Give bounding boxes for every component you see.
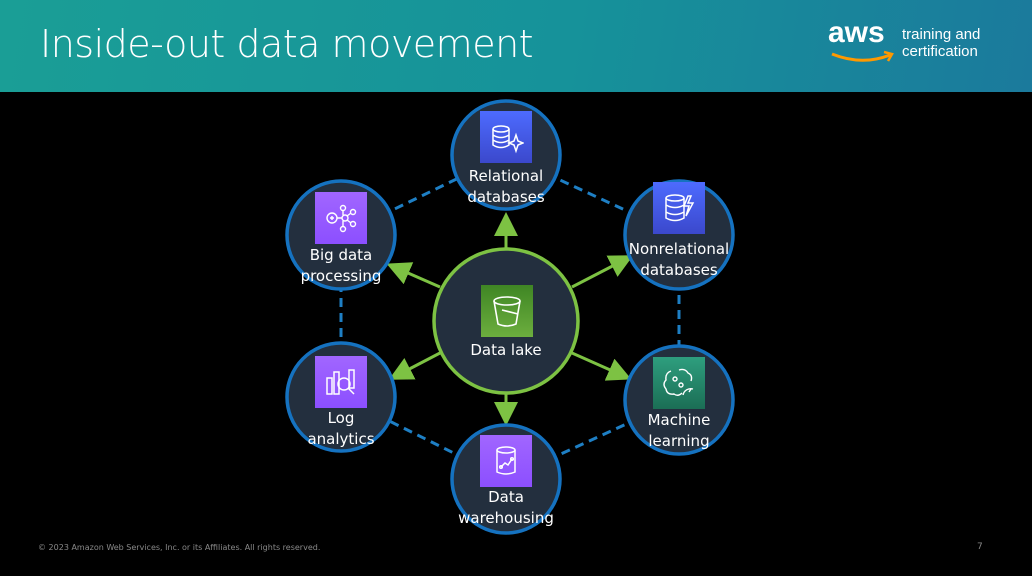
label-line: Nonrelational [628,240,730,258]
log-search-icon [315,356,367,408]
label-line: Big data [309,246,373,264]
logo-line-1: training and [902,26,981,43]
data-lake-label: Data lake [470,341,542,359]
label-line: Data [488,488,524,506]
node-label-warehousing: Data warehousing [436,487,576,529]
label-line: warehousing [458,509,554,527]
label-line: analytics [307,430,375,448]
node-label-bigdata: Big data processing [271,245,411,287]
database-sparkle-icon [480,111,532,163]
page-title: Inside-out data movement [40,22,534,66]
header-banner: Inside-out data movement aws training an… [0,0,1032,92]
node-label-log: Log analytics [271,408,411,450]
brain-icon [653,357,705,409]
bucket-icon [481,285,533,337]
node-label-relational: Relational databases [436,166,576,208]
page-number: 7 [977,542,983,552]
copyright: © 2023 Amazon Web Services, Inc. or its … [38,543,321,552]
aws-logo-text: aws [828,16,885,49]
label-line: learning [648,432,710,450]
label-line: Log [327,409,355,427]
smile-arrow-icon [831,50,894,62]
label-line: Machine [647,411,711,429]
warehouse-icon [480,435,532,487]
network-icon [315,192,367,244]
node-label-ml: Machine learning [609,410,749,452]
label-line: Relational [468,167,544,185]
label-line: processing [300,267,382,285]
node-label-nonrelational: Nonrelational databases [609,239,749,281]
label-line: databases [640,261,718,279]
arrows [386,212,634,426]
label-line: databases [467,188,545,206]
logo-line-2: certification [902,43,978,60]
dynamodb-icon [653,182,705,234]
